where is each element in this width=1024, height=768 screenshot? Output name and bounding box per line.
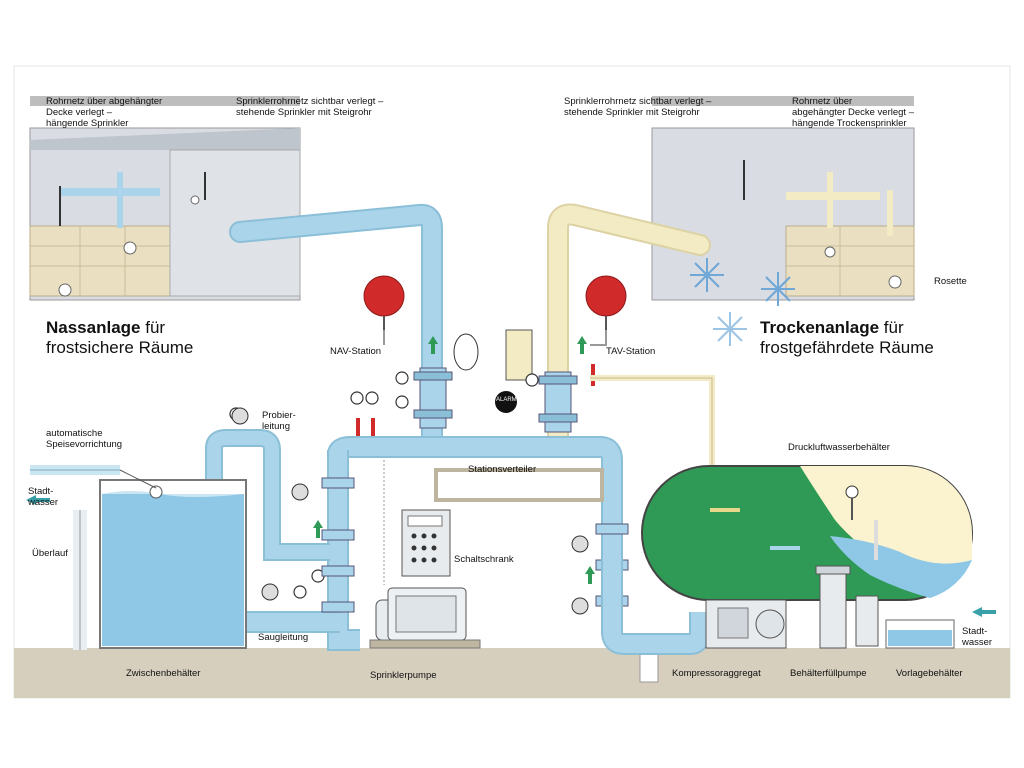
heading-nassanlage-sub: frostsichere Räume <box>46 338 194 357</box>
tank-fill-pump <box>815 565 879 649</box>
dry-supply-pipe <box>601 540 711 655</box>
control-cabinet <box>401 509 451 577</box>
intermediate-tank <box>30 465 247 650</box>
pressure-tank <box>641 465 973 601</box>
label-alarm: ALARM <box>496 397 517 403</box>
heading-nassanlage-bold: Nassanlage <box>46 318 141 337</box>
snowflake-icon <box>690 258 724 292</box>
nav-station-valve <box>413 333 479 453</box>
label-rohrnetz-left: Rohrnetz über abgehängter Decke verlegt … <box>46 96 163 129</box>
label-schaltschrank: Schaltschrank <box>454 554 514 565</box>
station-distributor-frame <box>434 468 604 502</box>
alarm-bell-icon <box>585 275 627 330</box>
dry-riser-pipe <box>547 203 711 451</box>
flow-arrow-icon <box>26 495 996 617</box>
alarm-bell-icon <box>363 275 405 330</box>
compressor-unit <box>705 599 787 649</box>
sprinkler-pump <box>369 587 481 649</box>
label-druckluftwasserbehaelter: Druckluftwasserbehälter <box>788 442 890 453</box>
label-nav-station: NAV-Station <box>330 346 382 357</box>
label-stationsverteiler: Stationsverteiler <box>468 464 537 475</box>
heading-nassanlage-fuer: für <box>140 318 166 337</box>
heading-trockenanlage-sub: frostgefährdete Räume <box>760 338 934 357</box>
alarm-bell-icon <box>495 391 517 413</box>
gate-valve-wheels <box>231 407 589 615</box>
label-zwischenbehaelter: Zwischenbehälter <box>126 668 201 679</box>
feed-tank <box>885 619 955 649</box>
heading-trockenanlage-fuer: für <box>879 318 904 337</box>
alarm-valve-handle <box>371 418 375 438</box>
label-stadtwasser-left: Stadt- wasser <box>28 486 59 508</box>
dry-room-ceiling <box>651 96 915 301</box>
alarm-valve-handle <box>356 418 360 438</box>
label-saugleitung: Saugleitung <box>258 632 309 643</box>
wet-riser-pipe <box>229 203 443 451</box>
pump-discharge-pipe <box>327 450 360 651</box>
snowflake-icon <box>713 312 747 346</box>
heading-nassanlage: Nassanlage für <box>46 318 165 337</box>
label-rosette: Rosette <box>934 276 967 287</box>
label-behaelterfuellpumpe: Behälterfüllpumpe <box>790 668 867 679</box>
label-sichtbar-right: Sprinklerrohrnetz sichtbar verlegt – ste… <box>564 96 712 118</box>
label-sprinklerpumpe: Sprinklerpumpe <box>370 670 437 681</box>
test-line-pipe <box>205 429 330 561</box>
label-rohrnetz-right: Rohrnetz über abgehängter Decke verlegt … <box>792 96 914 129</box>
label-ueberlauf: Überlauf <box>32 548 68 559</box>
label-speisevorrichtung: automatische Speisevorrichtung <box>46 428 123 450</box>
label-vorlagebehaelter: Vorlagebehälter <box>896 668 963 679</box>
label-kompressoraggregat: Kompressoraggregat <box>672 668 761 679</box>
label-probierleitung: Probier- leitung <box>262 410 296 432</box>
heading-trockenanlage: Trockenanlage für <box>760 318 904 337</box>
label-sichtbar-left: Sprinklerrohrnetz sichtbar verlegt – ste… <box>236 96 384 118</box>
heading-trockenanlage-bold: Trockenanlage <box>760 318 880 337</box>
snowflake-icon <box>761 272 795 306</box>
flow-arrow-icon <box>313 336 595 584</box>
ground-floor <box>14 648 1010 698</box>
wet-room-ceiling <box>29 96 301 301</box>
label-tav-station: TAV-Station <box>606 346 656 357</box>
label-stadtwasser-right: Stadt- wasser <box>962 626 993 648</box>
tav-station-valve <box>505 329 578 453</box>
